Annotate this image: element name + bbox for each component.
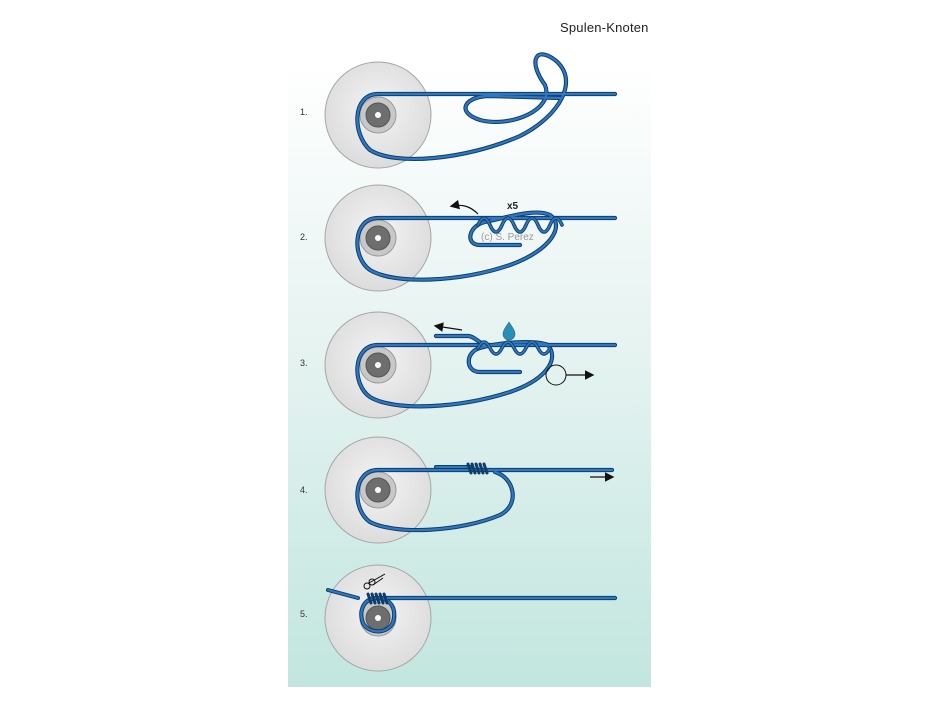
spool bbox=[324, 61, 432, 169]
step-5: 5. bbox=[300, 564, 618, 672]
step-4: 4. bbox=[300, 436, 615, 544]
spool bbox=[324, 436, 432, 544]
step-number: 4. bbox=[300, 485, 308, 495]
step-1: 1. bbox=[300, 52, 618, 169]
step-number: 5. bbox=[300, 609, 308, 619]
loop-marker bbox=[545, 364, 567, 386]
spool bbox=[324, 564, 432, 672]
fishing-line bbox=[326, 588, 618, 634]
step-2: 2. x5 (c) S. Perez bbox=[300, 184, 618, 292]
step-number: 2. bbox=[300, 232, 308, 242]
spool bbox=[324, 311, 432, 419]
step-3: 3. bbox=[300, 311, 618, 419]
fishing-line bbox=[355, 210, 618, 282]
arrow-left-icon bbox=[433, 322, 463, 332]
scissors-icon bbox=[363, 573, 386, 590]
fishing-line bbox=[355, 462, 615, 533]
diagram-title: Spulen-Knoten bbox=[560, 20, 649, 35]
arrow-left-icon bbox=[449, 199, 479, 215]
step-number: 3. bbox=[300, 358, 308, 368]
fishing-line bbox=[355, 52, 618, 162]
copyright-credit: (c) S. Perez bbox=[481, 232, 534, 243]
fishing-line bbox=[355, 333, 618, 409]
wraps-count-label: x5 bbox=[507, 201, 519, 212]
step-number: 1. bbox=[300, 107, 308, 117]
water-drop-icon bbox=[502, 321, 516, 341]
